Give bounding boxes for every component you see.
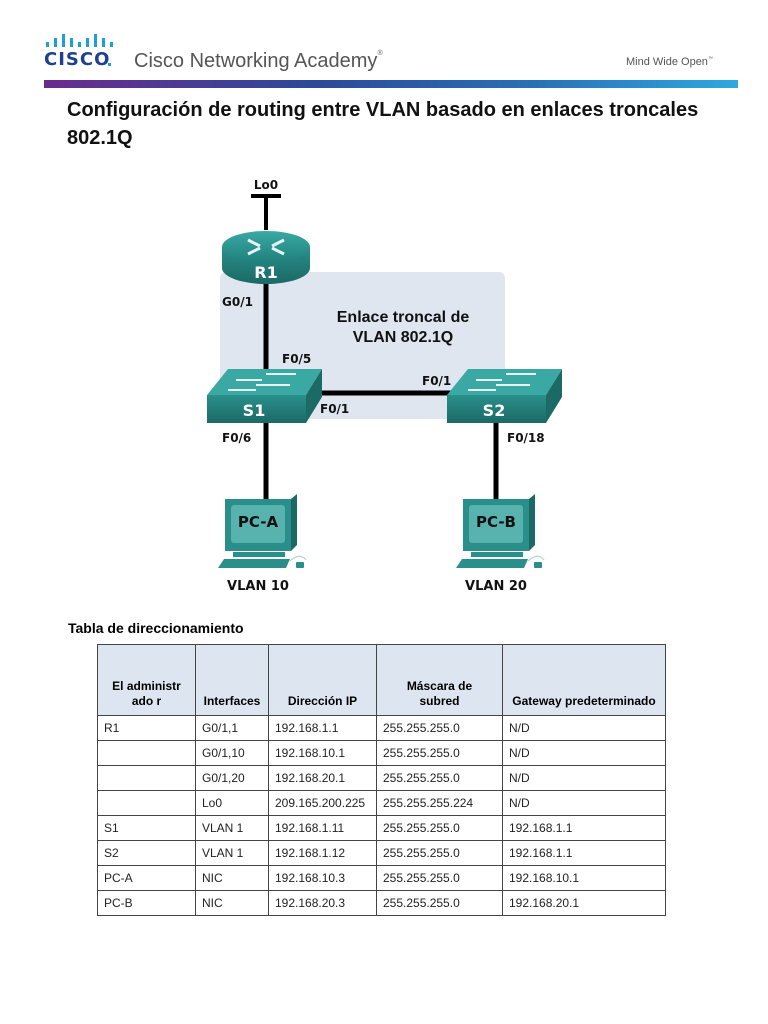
pca-vlan-label: VLAN 10 [227,579,289,594]
cell-gateway: N/D [502,715,666,741]
r1-g0-1-label: G0/1 [222,295,253,309]
switch-arrows-icon [228,373,296,391]
cell-gateway: 192.168.1.1 [502,840,666,866]
cell-ip: 192.168.1.11 [268,815,377,841]
cell-mask: 255.255.255.0 [376,740,503,766]
table-row: PC-B NIC 192.168.20.3 255.255.255.0 192.… [97,890,666,916]
pca-label: PC-A [238,513,279,531]
s2-f0-18-label: F0/18 [507,431,545,445]
cell-mask: 255.255.255.0 [376,865,503,891]
cisco-logo-bars-icon [46,34,113,47]
table-row: Lo0 209.165.200.225 255.255.255.224 N/D [97,790,666,816]
network-topology-diagram: R1 S1 S2 PC-A [207,178,562,594]
cell-interface: VLAN 1 [195,840,269,866]
table-row: R1 G0/1,1 192.168.1.1 255.255.255.0 N/D [97,715,666,741]
cell-gateway: N/D [502,790,666,816]
tagline: Mind Wide Open™ [626,56,713,68]
cell-interface: NIC [195,865,269,891]
header-device-text: El administrado r [112,679,181,708]
pc-a[interactable]: PC-A VLAN 10 [218,494,307,594]
cell-gateway: 192.168.10.1 [502,865,666,891]
cell-gateway: N/D [502,765,666,791]
pc-b[interactable]: PC-B VLAN 20 [456,494,545,594]
header-gateway: Gateway predeterminado [502,644,666,716]
switch-s1[interactable]: S1 [207,369,322,423]
cisco-logo-dot [108,63,111,66]
tagline-text: Mind Wide Open [626,56,708,68]
academy-name: Cisco Networking Academy® [134,50,383,73]
cell-ip: 192.168.20.3 [268,890,377,916]
cell-device: PC-A [97,865,196,891]
cell-ip: 209.165.200.225 [268,790,377,816]
table-header-row: El administrado r Interfaces Dirección I… [97,644,666,716]
pcb-vlan-label: VLAN 20 [465,579,527,594]
table-row: PC-A NIC 192.168.10.3 255.255.255.0 192.… [97,865,666,891]
header-mask-text: Máscara de subred [406,679,473,708]
cell-ip: 192.168.10.1 [268,740,377,766]
router-arrows-icon [247,238,285,256]
s1-f0-5-label: F0/5 [282,352,311,366]
s1-f0-6-label: F0/6 [222,431,251,445]
table-row: S1 VLAN 1 192.168.1.11 255.255.255.0 192… [97,815,666,841]
cell-mask: 255.255.255.224 [376,790,503,816]
cell-device [97,790,196,816]
s2-f0-1-label: F0/1 [422,374,451,388]
cell-mask: 255.255.255.0 [376,840,503,866]
r1-label: R1 [254,263,277,282]
header-mask: Máscara de subred [376,644,503,716]
header-gradient-bar [44,80,738,88]
addressing-table: El administrado r Interfaces Dirección I… [97,644,666,916]
s2-label: S2 [483,401,506,420]
table-row: S2 VLAN 1 192.168.1.12 255.255.255.0 192… [97,840,666,866]
cell-device: S2 [97,840,196,866]
addressing-table-title: Tabla de direccionamiento [68,620,244,636]
header-ip: Dirección IP [268,644,377,716]
cell-ip: 192.168.1.1 [268,715,377,741]
table-row: G0/1,10 192.168.10.1 255.255.255.0 N/D [97,740,666,766]
cell-gateway: 192.168.20.1 [502,890,666,916]
cell-ip: 192.168.10.3 [268,865,377,891]
cell-mask: 255.255.255.0 [376,815,503,841]
cell-interface: G0/1,1 [195,715,269,741]
header-device: El administrado r [97,644,196,716]
cell-device: PC-B [97,890,196,916]
cell-interface: NIC [195,890,269,916]
header-interfaces: Interfaces [195,644,269,716]
cell-gateway: N/D [502,740,666,766]
cell-device: S1 [97,815,196,841]
s1-label: S1 [243,401,266,420]
cell-mask: 255.255.255.0 [376,890,503,916]
page-header: CISCO Cisco Networking Academy® Mind Wid… [0,0,768,100]
cell-mask: 255.255.255.0 [376,715,503,741]
cell-gateway: 192.168.1.1 [502,815,666,841]
trunk-label-line2: VLAN 802.1Q [353,329,453,346]
academy-name-text: Cisco Networking Academy [134,50,378,72]
document-title: Configuración de routing entre VLAN basa… [67,99,699,149]
cell-ip: 192.168.1.12 [268,840,377,866]
s1-f0-1-label: F0/1 [320,402,349,416]
table-row: G0/1,20 192.168.20.1 255.255.255.0 N/D [97,765,666,791]
trademark: ™ [707,56,713,62]
cell-device [97,740,196,766]
registered-mark: ® [377,50,383,57]
cell-interface: VLAN 1 [195,815,269,841]
trunk-label-line1: Enlace troncal de [337,309,470,326]
cell-ip: 192.168.20.1 [268,765,377,791]
cell-interface: Lo0 [195,790,269,816]
switch-arrows-icon [468,373,536,391]
r1-lo0-label: Lo0 [254,178,278,192]
cell-device [97,765,196,791]
switch-s2[interactable]: S2 [447,369,562,423]
pcb-label: PC-B [476,513,516,531]
cell-device: R1 [97,715,196,741]
router-r1[interactable]: R1 [222,231,310,284]
cisco-logo-wordmark: CISCO [44,49,111,70]
cell-interface: G0/1,20 [195,765,269,791]
cell-mask: 255.255.255.0 [376,765,503,791]
cell-interface: G0/1,10 [195,740,269,766]
